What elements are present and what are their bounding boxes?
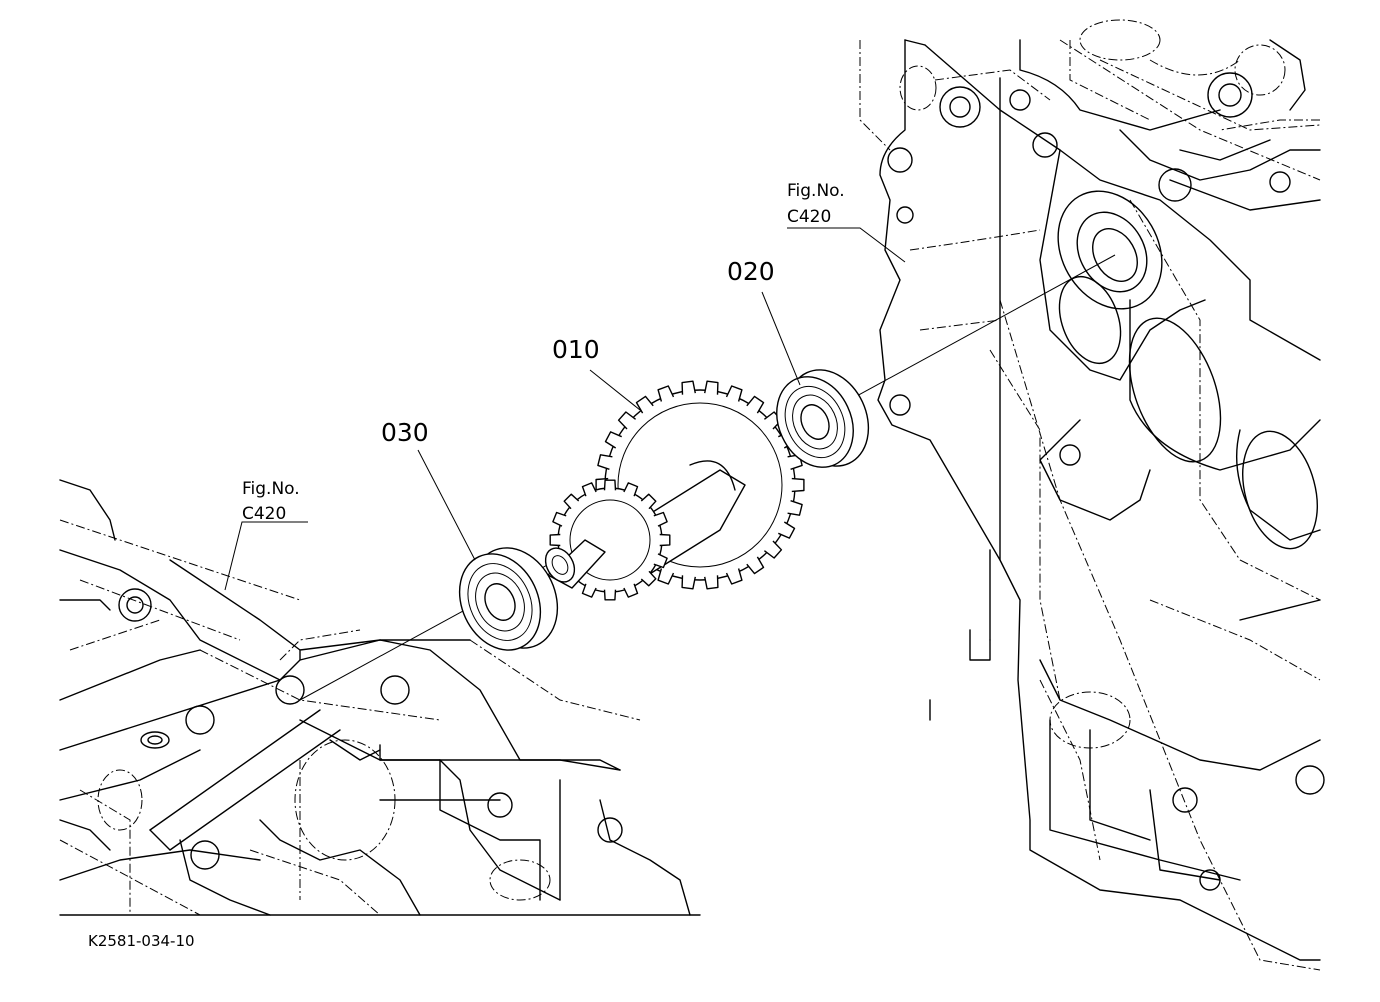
leader-020 [761, 291, 801, 386]
leader-lines [224, 227, 906, 591]
left-housing [59, 479, 701, 916]
leader-030 [417, 449, 476, 561]
right-housing [859, 19, 1325, 971]
leader-figref-left [224, 521, 308, 591]
figref-right-line1: Fig.No. [787, 181, 845, 201]
leader-figref-right [787, 227, 906, 263]
part-number-020: 020 [727, 257, 775, 286]
part-number-010: 010 [552, 335, 600, 364]
gear-shaft-010 [544, 380, 805, 601]
figref-left-line1: Fig.No. [242, 479, 300, 499]
bearing-020 [776, 369, 870, 468]
part-number-030: 030 [381, 418, 429, 447]
drawing-code: K2581-034-10 [88, 932, 195, 950]
leader-010 [589, 369, 641, 411]
bearing-030 [458, 547, 559, 651]
figref-left-line2: C420 [242, 504, 286, 524]
figref-right-line2: C420 [787, 207, 831, 227]
